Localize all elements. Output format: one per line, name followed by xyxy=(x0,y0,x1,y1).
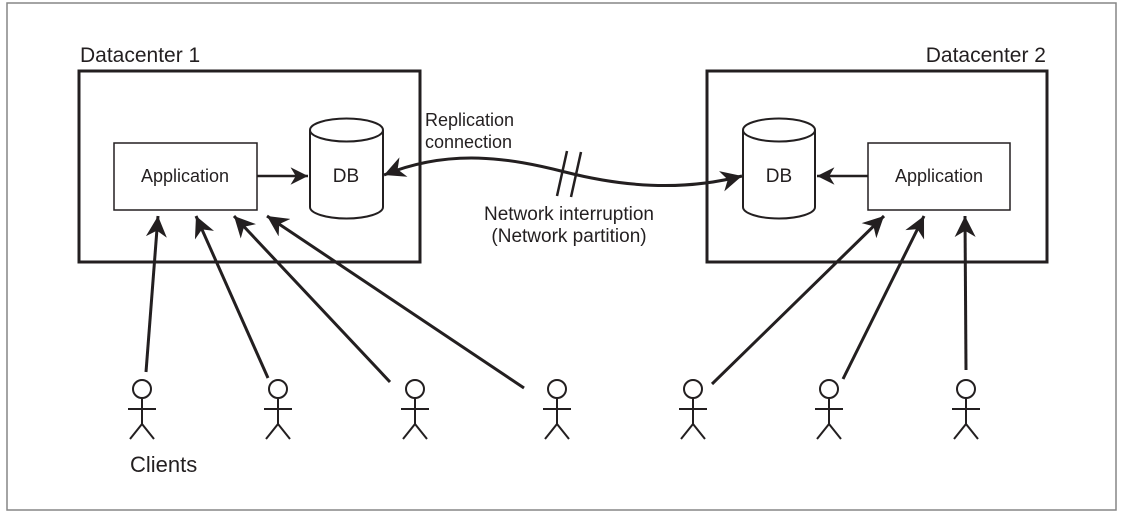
client-arrow xyxy=(232,214,392,384)
database-1-icon xyxy=(309,117,384,220)
database-2-icon xyxy=(742,117,816,220)
diagram-frame xyxy=(6,2,1117,511)
replication-link-arrow xyxy=(383,156,743,192)
client-actor-icon xyxy=(543,379,571,440)
client-actor-icon xyxy=(401,379,429,440)
client-actor-icon xyxy=(679,379,707,440)
client-actor-icon xyxy=(815,379,843,440)
client-arrow xyxy=(710,214,886,386)
client-arrow xyxy=(266,214,525,390)
database-2-label: DB xyxy=(766,166,792,187)
network-break-icon xyxy=(555,150,583,198)
application-2-box xyxy=(867,142,1011,211)
datacenter-1-title: Datacenter 1 xyxy=(80,44,200,67)
svg-text:Replication: Replication xyxy=(425,110,514,130)
client-arrow xyxy=(194,215,270,379)
clients-group: Clients xyxy=(128,379,980,477)
replication-label: Replication connection xyxy=(425,110,514,152)
svg-text:Network interruption: Network interruption xyxy=(484,204,654,225)
client-arrow xyxy=(954,215,976,371)
svg-text:(Network partition): (Network partition) xyxy=(491,226,646,247)
client-actor-icon xyxy=(952,379,980,440)
client-arrow xyxy=(841,215,926,380)
client-actor-icon xyxy=(128,379,156,440)
application-1-box xyxy=(113,142,258,211)
svg-text:connection: connection xyxy=(425,132,512,152)
datacenter-2: Datacenter 2 Application DB xyxy=(705,44,1049,264)
application-1-label: Application xyxy=(141,166,229,186)
datacenter-2-title: Datacenter 2 xyxy=(926,44,1046,67)
database-1-label: DB xyxy=(333,166,359,187)
clients-label: Clients xyxy=(130,452,197,477)
datacenter-1: Datacenter 1 Application DB xyxy=(77,44,422,264)
client-actor-icon xyxy=(264,379,292,440)
replication-connection: Replication connection Network interrupt… xyxy=(383,110,743,247)
network-interruption-label: Network interruption (Network partition) xyxy=(484,204,654,247)
client-arrow xyxy=(144,215,167,373)
client-arrows xyxy=(144,214,976,390)
application-2-label: Application xyxy=(895,166,983,186)
